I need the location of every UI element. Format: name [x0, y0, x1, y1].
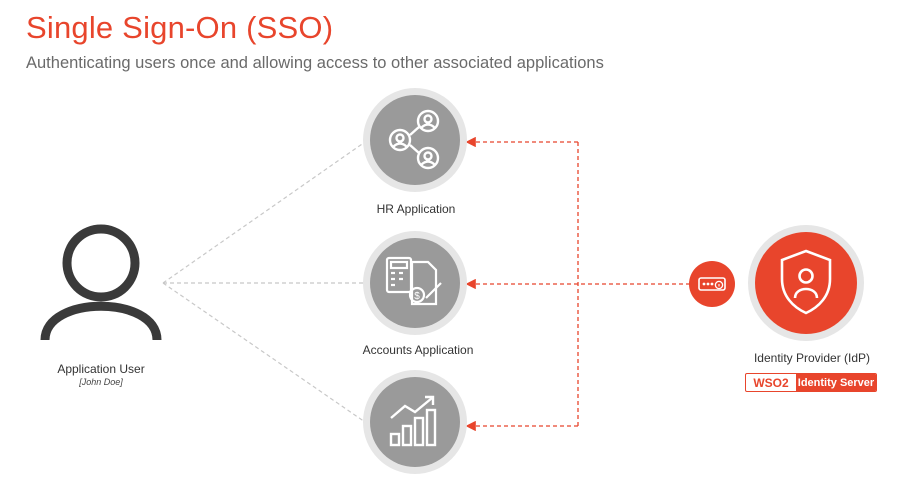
wso2-logo-text: WSO2 [753, 375, 789, 390]
analytics-app-node [363, 370, 467, 474]
hr-app-node [363, 88, 467, 192]
idp-label: Identity Provider (IdP) [753, 351, 871, 365]
identity-server-logo-text: Identity Server [796, 374, 876, 391]
svg-text:$: $ [414, 291, 420, 302]
user-connector-lines [162, 141, 366, 423]
wso2-identity-server-logo: WSO2 Identity Server [745, 373, 877, 392]
page-subtitle: Authenticating users once and allowing a… [26, 54, 604, 72]
password-key-icon [689, 261, 735, 307]
page-title: Single Sign-On (SSO) [26, 10, 334, 45]
idp-connector-lines [465, 136, 690, 432]
connector-user-hr [162, 141, 366, 284]
shield-user-icon [780, 249, 832, 315]
hr-app-label: HR Application [376, 202, 456, 216]
user-sublabel: [John Doe] [79, 377, 123, 387]
bar-chart-growth-icon [389, 395, 437, 447]
user-label: Application User [57, 362, 145, 376]
connector-user-analytics [162, 282, 366, 423]
hr-people-icon [388, 109, 440, 170]
accounts-calculator-icon: $ [385, 256, 442, 306]
idp-node [748, 225, 864, 341]
accounts-app-node: $ [363, 231, 467, 335]
accounts-app-label: Accounts Application [362, 343, 474, 357]
user-icon [40, 224, 162, 341]
